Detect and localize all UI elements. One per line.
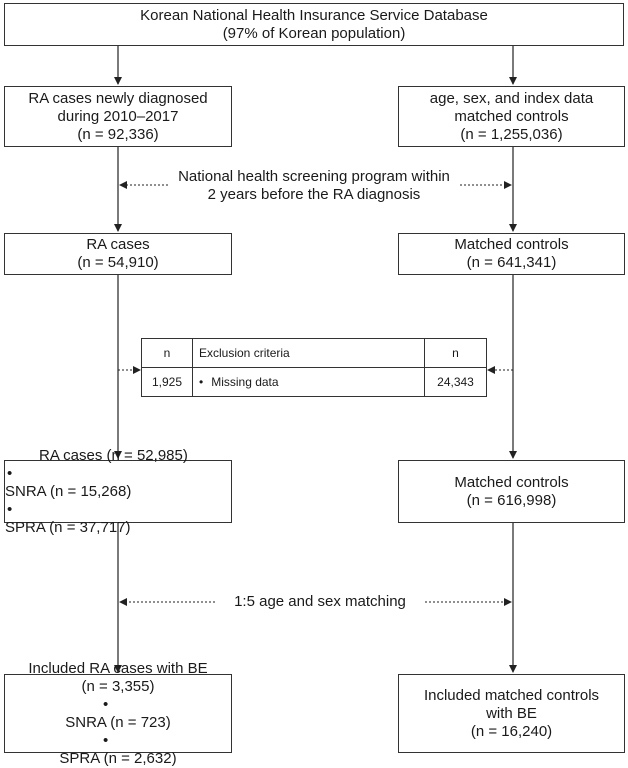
- included-ra-spra-item: • SPRA (n = 2,632): [59, 732, 176, 768]
- ra-cases-box: RA cases (n = 54,910): [4, 233, 232, 275]
- matched-controls-2-box: Matched controls (n = 616,998): [398, 460, 625, 523]
- exclusion-criteria: Missing data: [211, 375, 279, 389]
- ra-cases2-snra-item: • SNRA (n = 15,268): [5, 465, 131, 501]
- controls-initial-line1: age, sex, and index data: [429, 89, 594, 107]
- exclusion-header-n-left: n: [141, 338, 193, 368]
- ra-newly-line2: during 2010–2017: [57, 107, 179, 125]
- screening-note-line1: National health screening program within: [178, 168, 450, 185]
- included-ra-label: Included RA cases with BE: [28, 659, 208, 677]
- ra-cases-label: RA cases: [86, 236, 150, 253]
- ra-newly-diagnosed-box: RA cases newly diagnosed during 2010–201…: [4, 86, 232, 147]
- screening-note: National health screening program within…: [168, 168, 460, 204]
- ra-cases2-snra: SNRA (n = 15,268): [5, 482, 132, 500]
- included-ra-snra-item: • SNRA (n = 723): [65, 696, 170, 732]
- matched-controls-box: Matched controls (n = 641,341): [398, 233, 625, 275]
- exclusion-row: 1,925 • Missing data 24,343: [141, 367, 487, 397]
- exclusion-bullet: •: [199, 375, 204, 389]
- exclusion-header-row: n Exclusion criteria n: [141, 338, 487, 368]
- bullet: •: [103, 731, 109, 749]
- matched-controls2-label: Matched controls: [454, 473, 569, 491]
- matched-controls2-count: (n = 616,998): [466, 491, 557, 509]
- screening-note-line2: 2 years before the RA diagnosis: [207, 186, 421, 203]
- included-controls-line1: Included matched controls: [423, 686, 600, 704]
- included-controls-line2: with BE: [486, 704, 537, 722]
- ra-cases-count: (n = 54,910): [77, 254, 159, 271]
- database-subtitle: (97% of Korean population): [222, 24, 406, 42]
- exclusion-criteria-cell: • Missing data: [192, 367, 425, 397]
- ra-newly-line1: RA cases newly diagnosed: [28, 89, 208, 107]
- included-controls-box: Included matched controls with BE (n = 1…: [398, 674, 625, 753]
- exclusion-header-n-right: n: [424, 338, 487, 368]
- exclusion-table: n Exclusion criteria n 1,925 • Missing da…: [141, 338, 487, 397]
- exclusion-header-criteria: Exclusion criteria: [192, 338, 425, 368]
- controls-initial-line2: matched controls: [454, 107, 569, 125]
- ra-newly-count: (n = 92,336): [77, 125, 159, 143]
- matched-controls-initial-box: age, sex, and index data matched control…: [398, 86, 625, 147]
- bullet: •: [7, 500, 13, 518]
- included-controls-count: (n = 16,240): [470, 722, 553, 740]
- exclusion-n-left: 1,925: [141, 367, 193, 397]
- database-title: Korean National Health Insurance Service…: [140, 6, 488, 24]
- included-ra-count: (n = 3,355): [81, 677, 155, 695]
- ra-cases2-label: RA cases (n = 52,985): [39, 446, 188, 464]
- included-ra-spra: SPRA (n = 2,632): [59, 749, 177, 767]
- exclusion-n-right: 24,343: [424, 367, 487, 397]
- ra-cases-subgroups-box: RA cases (n = 52,985) • SNRA (n = 15,268…: [4, 447, 232, 536]
- matching-note: 1:5 age and sex matching: [215, 593, 425, 611]
- matched-controls-count: (n = 641,341): [466, 254, 557, 271]
- database-box: Korean National Health Insurance Service…: [4, 3, 624, 46]
- ra-cases2-spra: SPRA (n = 37,717): [5, 518, 131, 536]
- matched-controls-label: Matched controls: [454, 236, 569, 253]
- controls-initial-count: (n = 1,255,036): [460, 125, 563, 143]
- included-ra-cases-box: Included RA cases with BE (n = 3,355) • …: [4, 660, 232, 767]
- ra-cases2-spra-item: • SPRA (n = 37,717): [5, 501, 131, 537]
- bullet: •: [7, 464, 13, 482]
- bullet: •: [103, 695, 109, 713]
- included-ra-snra: SNRA (n = 723): [65, 713, 171, 731]
